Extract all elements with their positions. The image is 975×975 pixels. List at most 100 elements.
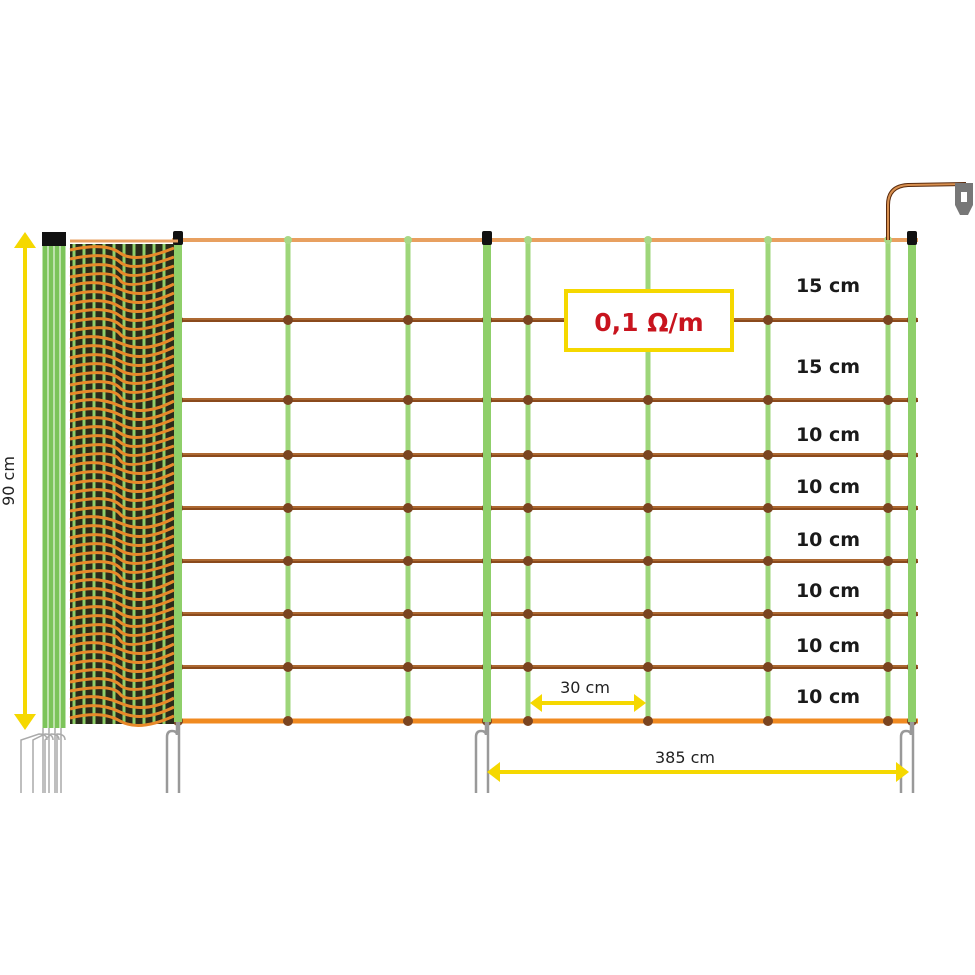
roll-strand — [69, 614, 175, 628]
knot — [283, 395, 293, 405]
roll-strand — [69, 596, 175, 610]
roll-strand — [69, 380, 175, 394]
posts — [165, 231, 917, 793]
knot — [403, 503, 413, 513]
knot — [644, 236, 652, 244]
knot — [403, 315, 413, 325]
knot — [523, 662, 533, 672]
knot — [283, 556, 293, 566]
post-cap — [907, 231, 917, 245]
roll-strand — [69, 281, 175, 295]
horizontal-strands — [172, 238, 918, 724]
ground-spike — [899, 722, 915, 793]
knot — [763, 662, 773, 672]
roll-strand — [69, 389, 175, 403]
knot — [403, 662, 413, 672]
roll-strand — [69, 425, 175, 439]
roll-strand — [69, 605, 175, 619]
rolled-spike — [56, 728, 66, 793]
knot — [283, 503, 293, 513]
roll-strand — [69, 560, 175, 574]
knot — [523, 450, 533, 460]
roll-strand — [69, 461, 175, 475]
mesh-width-label: 30 cm — [560, 678, 610, 697]
knot — [643, 556, 653, 566]
knot — [883, 395, 893, 405]
knot — [283, 662, 293, 672]
roll-strand — [69, 659, 175, 673]
roll-strand — [69, 452, 175, 466]
rolled-netting — [20, 232, 178, 793]
knot — [883, 315, 893, 325]
knot — [643, 395, 653, 405]
spacing-label: 15 cm — [796, 275, 860, 297]
spacing-label: 10 cm — [796, 580, 860, 602]
roll-strand — [69, 299, 175, 313]
knot — [763, 395, 773, 405]
spacing-label: 15 cm — [796, 356, 860, 378]
roll-strand — [69, 551, 175, 565]
roll-strand — [69, 335, 175, 349]
knot — [763, 609, 773, 619]
spacing-label: 10 cm — [796, 686, 860, 708]
roll-strand — [69, 623, 175, 637]
spacing-label: 10 cm — [796, 476, 860, 498]
roll-strand — [69, 488, 175, 502]
roll-strand — [69, 650, 175, 664]
roll-strand — [69, 308, 175, 322]
resistance-box — [564, 289, 734, 352]
knot — [763, 503, 773, 513]
roll-strand — [69, 668, 175, 682]
mesh-width-arrow — [530, 694, 646, 712]
knot — [403, 450, 413, 460]
roll-strand — [69, 290, 175, 304]
roll-strand — [69, 686, 175, 700]
knot — [403, 556, 413, 566]
roll-strand — [69, 434, 175, 448]
roll-strand — [69, 479, 175, 493]
corner-wire — [886, 182, 967, 240]
knot — [883, 503, 893, 513]
roll-strand — [69, 470, 175, 484]
knot — [283, 716, 293, 726]
spacing-label: 10 cm — [796, 635, 860, 657]
knot — [283, 315, 293, 325]
corner-wire-highlight — [887, 183, 967, 240]
roll-strand — [69, 272, 175, 286]
rolled-post-cap — [54, 232, 60, 246]
roll-strand — [69, 362, 175, 376]
roll-strand — [69, 713, 175, 727]
roll-strand — [69, 326, 175, 340]
rolled-post-cap — [42, 232, 48, 246]
height-arrow — [14, 232, 36, 730]
knot — [403, 609, 413, 619]
roll-strand — [69, 587, 175, 601]
knot — [883, 450, 893, 460]
roll-strand — [69, 353, 175, 367]
knot — [764, 236, 772, 244]
post-cap — [173, 231, 183, 245]
knot — [763, 556, 773, 566]
rolled-spike — [44, 728, 60, 793]
resistance-label: 0,1 Ω/m — [594, 308, 703, 337]
knot — [523, 315, 533, 325]
roll-strand — [69, 254, 175, 268]
roll-strand — [69, 695, 175, 709]
roll-strand — [69, 497, 175, 511]
spacing-label: 10 cm — [796, 424, 860, 446]
knot — [523, 395, 533, 405]
knot — [643, 716, 653, 726]
roll-strand — [69, 371, 175, 385]
roll-strand — [69, 569, 175, 583]
rolled-spike — [20, 728, 48, 793]
knot — [763, 450, 773, 460]
knot — [883, 556, 893, 566]
knot — [523, 556, 533, 566]
knot — [883, 662, 893, 672]
knot — [763, 716, 773, 726]
post-spacing-label: 385 cm — [655, 748, 715, 767]
knot — [643, 450, 653, 460]
strand-spacing-labels: 15 cm 15 cm 10 cm 10 cm 10 cm 10 cm 10 c… — [796, 275, 860, 708]
